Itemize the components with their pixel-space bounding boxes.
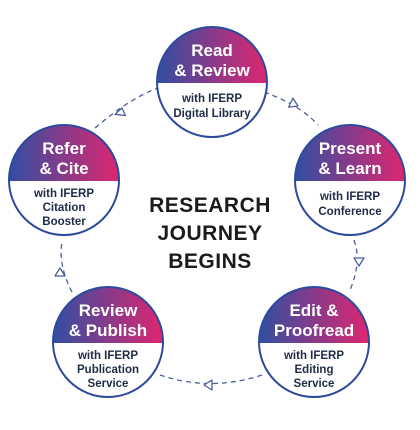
node-title-line: Refer bbox=[42, 139, 86, 158]
node-subtitle-line: with IFERP bbox=[283, 350, 344, 362]
node-edit-proofread: Edit & Proofread with IFERP Editing Serv… bbox=[258, 286, 370, 398]
connectors bbox=[60, 87, 358, 385]
arrow-head-icon bbox=[114, 107, 127, 117]
node-refer-cite: Refer & Cite with IFERP Citation Booster bbox=[8, 124, 120, 236]
connector-arrows bbox=[54, 97, 365, 391]
node-title-line: Edit & bbox=[289, 301, 338, 320]
node-read-review: Read & Review with IFERP Digital Library bbox=[156, 26, 268, 138]
node-subtitle-line: Conference bbox=[318, 206, 381, 218]
node-title-line: Review bbox=[79, 301, 138, 320]
node-review-publish: Review & Publish with IFERP Publication … bbox=[52, 286, 164, 398]
node-subtitle-line: Booster bbox=[42, 216, 86, 228]
node-title-line: Read bbox=[191, 41, 233, 60]
arrow-head-icon bbox=[287, 97, 299, 108]
node-present-learn: Present & Learn with IFERP Conference bbox=[294, 124, 406, 236]
connector-publish-to-refer bbox=[60, 241, 73, 293]
connector-refer-to-read bbox=[94, 87, 159, 129]
node-subtitle-line: with IFERP bbox=[181, 93, 242, 105]
connector-present-to-edit bbox=[349, 239, 358, 291]
node-subtitle-line: with IFERP bbox=[77, 350, 138, 362]
arrow-head-icon bbox=[353, 257, 365, 267]
arrow-head-icon bbox=[203, 379, 213, 391]
node-subtitle-line: Publication bbox=[77, 364, 139, 376]
node-title-line: & Cite bbox=[39, 159, 88, 178]
node-subtitle-line: Service bbox=[88, 378, 129, 390]
center-heading-line: BEGINS bbox=[168, 250, 252, 273]
center-heading-line: RESEARCH bbox=[149, 194, 271, 217]
node-subtitle-line: with IFERP bbox=[319, 191, 380, 203]
node-subtitle-line: Editing bbox=[295, 364, 334, 376]
center-heading-line: JOURNEY bbox=[157, 222, 262, 245]
node-title-line: Present bbox=[319, 139, 382, 158]
node-subtitle-line: Service bbox=[294, 378, 335, 390]
connector-read-to-present bbox=[263, 91, 319, 126]
node-title-line: & Publish bbox=[69, 321, 147, 340]
node-title-line: & Learn bbox=[318, 159, 381, 178]
node-subtitle-line: Citation bbox=[43, 202, 86, 214]
center-heading: RESEARCH JOURNEY BEGINS bbox=[149, 194, 271, 273]
node-subtitle-line: with IFERP bbox=[33, 188, 94, 200]
arrow-head-icon bbox=[54, 267, 66, 277]
node-title-line: & Review bbox=[174, 61, 250, 80]
connector-edit-to-publish bbox=[159, 374, 263, 385]
node-subtitle-line: Digital Library bbox=[173, 108, 251, 120]
node-title-line: Proofread bbox=[274, 321, 354, 340]
